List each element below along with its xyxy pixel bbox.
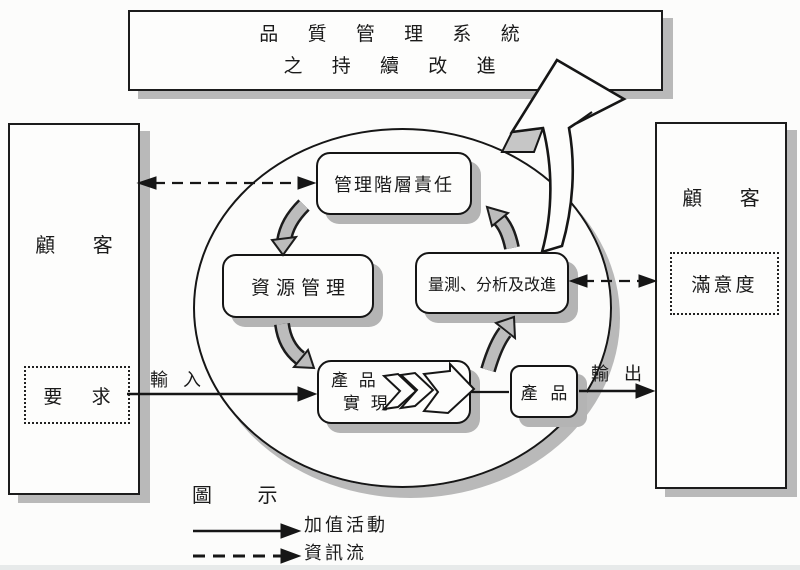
customer-right-box: 顧 客 滿意度	[655, 122, 787, 489]
scan-artifact-strip	[0, 565, 800, 570]
product-label: 產 品	[520, 384, 572, 403]
requirements-dotted-box: 要 求	[24, 366, 130, 424]
measurement-analysis-improvement-label: 量測、分析及改進	[427, 277, 556, 294]
customer-left-box: 顧 客 要 求	[8, 123, 140, 495]
legend-solid-arrow-label: 加值活動	[304, 515, 388, 535]
resource-management-label: 資源管理	[250, 277, 351, 299]
product-box: 產 品	[510, 365, 578, 418]
continual-improvement-title-box: 品 質 管 理 系 統 之 持 續 改 進	[128, 10, 663, 91]
input-label: 輸 入	[150, 370, 207, 390]
measurement-analysis-improvement-box: 量測、分析及改進	[415, 252, 569, 314]
management-responsibility-box: 管理階層責任	[316, 152, 472, 215]
customer-right-label: 顧 客	[682, 188, 776, 210]
management-responsibility-label: 管理階層責任	[334, 174, 454, 195]
resource-management-box: 資源管理	[222, 254, 374, 318]
requirements-label: 要 求	[43, 386, 123, 408]
title-line-1: 品 質 管 理 系 統	[259, 23, 532, 45]
legend-solid-arrow	[193, 523, 302, 539]
product-realization-line1: 產 品	[331, 371, 379, 390]
output-label: 輸 出	[591, 364, 648, 384]
product-realization-label: 產 品 實 現	[319, 369, 391, 415]
product-realization-box: 產 品 實 現	[317, 360, 471, 424]
legend-title: 圖 示	[192, 485, 298, 507]
legend-dashed-arrow	[193, 548, 302, 564]
satisfaction-label: 滿意度	[691, 275, 758, 296]
customer-left-label: 顧 客	[35, 235, 129, 257]
process-cycle-ellipse	[193, 128, 612, 488]
satisfaction-dotted-box: 滿意度	[670, 252, 779, 315]
title-line-2: 之 持 續 改 進	[283, 55, 508, 77]
product-realization-line2: 實 現	[343, 394, 391, 413]
legend-dashed-arrow-label: 資訊流	[304, 543, 367, 563]
